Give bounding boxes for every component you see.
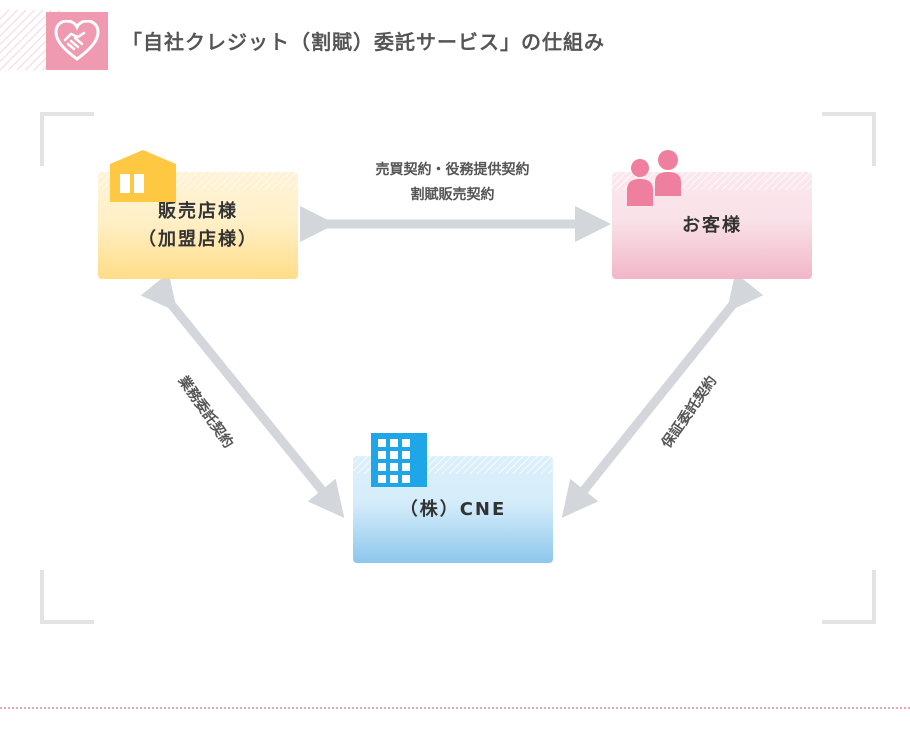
store-customer-contract-line1: 売買契約・役務提供契約: [375, 162, 530, 178]
frame-corner-top-left: [40, 112, 94, 166]
customer-label: お客様: [682, 214, 742, 236]
frame-corner-bottom-left: [40, 570, 94, 624]
cne-label: （株）CNE: [399, 498, 507, 520]
frame-corner-top-right: [822, 112, 876, 166]
handshake-heart-icon: [46, 12, 108, 70]
store-box: 販売店様 （加盟店様）: [98, 172, 298, 279]
store-label-line1: 販売店様: [158, 200, 238, 222]
page-title: 「自社クレジット（割賦）委託サービス」の仕組み: [122, 30, 605, 54]
frame-corner-bottom-right: [822, 570, 876, 624]
arrow-customer-cne: [561, 272, 764, 519]
store-customer-contract-label: 売買契約・役務提供契約 割賦販売契約: [345, 158, 560, 208]
store-label-line2: （加盟店様）: [138, 228, 258, 250]
store-icon: [110, 150, 176, 202]
footer-divider: [0, 707, 910, 709]
store-customer-contract-line2: 割賦販売契約: [410, 187, 495, 203]
arrow-store-cne: [140, 272, 345, 518]
building-icon: [371, 433, 427, 487]
people-icon: [627, 150, 681, 206]
